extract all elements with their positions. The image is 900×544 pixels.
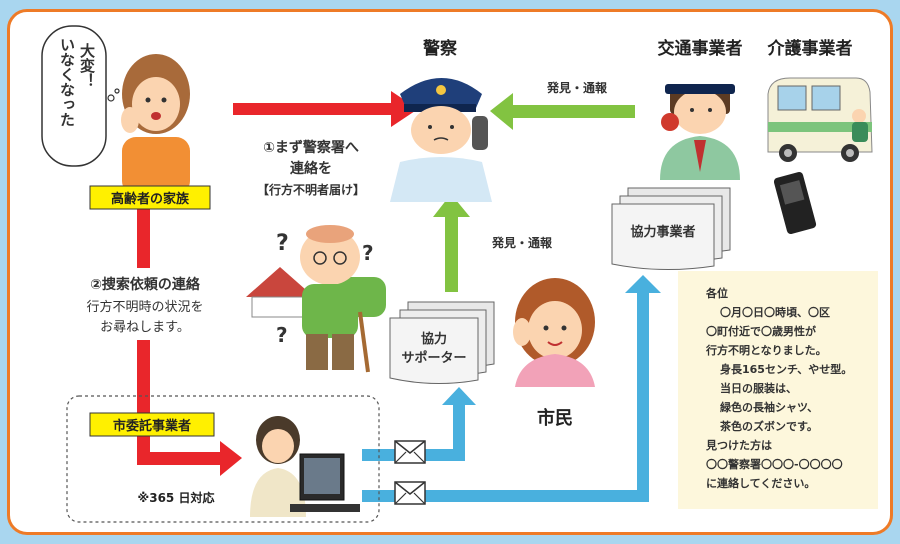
- cooperating-businesses-label: 協力事業者: [630, 224, 695, 240]
- notice-line: 〇〇警察署〇〇〇-〇〇〇〇: [706, 457, 843, 471]
- cooperating-businesses-document: 協力事業者: [611, 187, 731, 271]
- police-officer-illustration: [390, 78, 492, 202]
- notice-line: 見つけた方は: [705, 438, 772, 452]
- green-arrow-transport-to-police: [490, 93, 635, 130]
- discovery-report-mid: 発見・通報: [491, 235, 553, 250]
- supporters-label-1: 協力: [421, 331, 447, 347]
- notice-background: [678, 271, 878, 509]
- svg-text:?: ?: [276, 231, 289, 256]
- notice-line: 当日の服装は、: [720, 381, 797, 395]
- search-request-text-1: ②捜索依頼の連絡: [90, 276, 201, 293]
- svg-text:?: ?: [362, 241, 374, 265]
- family-label: 高齢者の家族: [111, 191, 190, 207]
- notice-line: 茶色のズボンです。: [719, 419, 818, 433]
- elderly-person-illustration: ? ? ?: [246, 225, 386, 373]
- bubble-text-2: いなくなった: [58, 37, 76, 127]
- notice-line: に連絡してください。: [706, 476, 815, 490]
- blue-arrow-contractor-to-businesses: [362, 275, 661, 502]
- transport-worker-illustration: [660, 84, 740, 180]
- transport-title: 交通事業者: [658, 38, 743, 59]
- contractor-dotted-region: [66, 395, 380, 523]
- search-request-text-2: 行方不明時の状況を: [86, 299, 203, 315]
- flow-diagram: 大変！ いなくなった 高齢者の家族 ①まず警察署へ 連絡を 【行方不明者届け】 …: [41, 25, 878, 523]
- notice-line: 各位: [705, 286, 728, 300]
- mail-icon: [394, 440, 426, 464]
- svg-text:?: ?: [276, 323, 288, 347]
- missing-person-notice: 各位 〇月〇日〇時頃、〇区 〇町付近で〇歳男性が 行方不明となりました。 身長1…: [678, 271, 878, 509]
- care-title: 介護事業者: [767, 38, 853, 59]
- contractor-label-box: [89, 412, 215, 437]
- cooperating-supporters-document: 協力 サポーター: [389, 301, 495, 385]
- mobile-phone-icon: [773, 172, 817, 234]
- diagram-frame: 大変！ いなくなった 高齢者の家族 ①まず警察署へ 連絡を 【行方不明者届け】 …: [7, 9, 893, 535]
- notice-line: 行方不明となりました。: [705, 343, 827, 357]
- citizens-label: 市民: [537, 407, 573, 429]
- police-title: 警察: [422, 38, 458, 59]
- family-label-box: [89, 185, 211, 210]
- care-van-illustration: [767, 77, 873, 162]
- family-member-illustration: [121, 54, 190, 195]
- speech-bubble: 大変！ いなくなった: [41, 25, 120, 167]
- to-police-text-3: 【行方不明者届け】: [257, 182, 365, 197]
- mail-icon: [394, 481, 426, 505]
- bubble-text-1: 大変！: [78, 42, 96, 88]
- notice-line: 〇月〇日〇時頃、〇区: [720, 305, 830, 319]
- red-arrow-family-to-police: [233, 91, 418, 127]
- search-request-text-3: お尋ねします。: [100, 320, 190, 335]
- notice-line: 〇町付近で〇歳男性が: [706, 324, 816, 338]
- green-arrow-supporters-to-police: [433, 194, 470, 292]
- to-police-text-2: 連絡を: [290, 160, 332, 177]
- citizen-illustration: [513, 278, 595, 387]
- discovery-report-top: 発見・通報: [546, 80, 608, 95]
- supporters-label-2: サポーター: [401, 350, 466, 366]
- support-365-label: ※365 日対応: [138, 490, 215, 505]
- call-center-operator-illustration: [250, 416, 360, 517]
- notice-line: 身長165センチ、やせ型。: [720, 362, 852, 376]
- search-request-backdrop: [70, 268, 220, 340]
- notice-line: 緑色の長袖シャツ、: [720, 400, 818, 414]
- to-police-text-1: ①まず警察署へ: [263, 139, 359, 156]
- contractor-label: 市委託事業者: [113, 418, 191, 434]
